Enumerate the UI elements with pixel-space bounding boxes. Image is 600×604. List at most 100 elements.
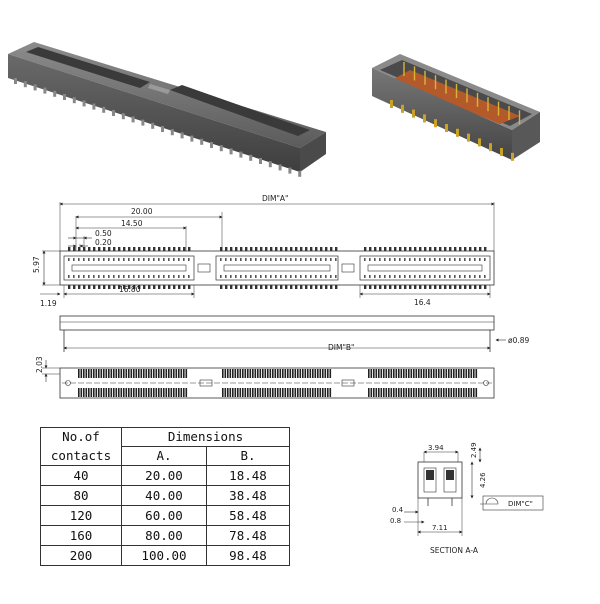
bottom-pin (252, 369, 254, 378)
bottom-pin (410, 369, 413, 378)
gold-pin (412, 109, 415, 118)
plan-pin (404, 285, 407, 289)
plan-contact (255, 275, 257, 278)
plan-contact (240, 275, 242, 278)
bottom-view: 2.03 (35, 356, 495, 399)
plan-pin (153, 247, 156, 251)
bottom-pin (274, 388, 277, 397)
bottom-pin (113, 388, 115, 397)
plan-pin (300, 247, 303, 251)
bottom-pin (292, 388, 294, 397)
bottom-pin (373, 388, 375, 397)
plan-pin (464, 247, 467, 251)
bottom-pin (395, 369, 398, 378)
plan-contact (300, 258, 302, 261)
connector-3d-small-pins (390, 62, 521, 161)
plan-pin (325, 285, 328, 289)
bottom-pin (138, 388, 140, 397)
plan-contact (138, 275, 140, 278)
plan-pin (394, 285, 397, 289)
bottom-pin (118, 388, 120, 397)
plan-contact (330, 258, 332, 261)
bottom-pin (85, 388, 88, 397)
plan-pin (335, 247, 338, 251)
bottom-pin (388, 388, 390, 397)
bottom-pin (430, 369, 433, 378)
bottom-pin (450, 388, 453, 397)
plan-pin (384, 247, 387, 251)
plan-pin (113, 285, 116, 289)
bottom-pin (289, 369, 292, 378)
bottom-pin (272, 388, 274, 397)
bottom-pin (227, 388, 229, 397)
plan-pin (424, 285, 427, 289)
pin-leg (298, 170, 302, 177)
plan-contact (275, 258, 277, 261)
plan-pin (364, 285, 367, 289)
bottom-pin (78, 369, 80, 378)
plan-contact (265, 275, 267, 278)
plan-pin (188, 285, 191, 289)
plan-contact (230, 275, 232, 278)
pin-leg (23, 81, 27, 88)
dim-1680-label: 16.80 (119, 285, 141, 294)
plan-pin (103, 285, 106, 289)
bottom-pin (98, 388, 100, 397)
plan-pin (240, 247, 243, 251)
dim-597-label: 5.97 (32, 256, 41, 273)
dim-a-cell: 80.00 (121, 525, 207, 546)
bottom-pin (83, 388, 85, 397)
plan-contact (148, 275, 150, 278)
plan-pin (270, 247, 273, 251)
bottom-pin (287, 388, 289, 397)
bottom-pin (375, 369, 378, 378)
bottom-pin (294, 388, 297, 397)
plan-contact (409, 258, 411, 261)
bottom-pin (100, 388, 103, 397)
bottom-pin (455, 388, 458, 397)
plan-pin (374, 247, 377, 251)
bottom-pin (314, 388, 317, 397)
bottom-pin (95, 388, 98, 397)
plan-pin (245, 285, 248, 289)
bottom-pin (249, 388, 252, 397)
bottom-pin (170, 369, 173, 378)
plan-contact (118, 258, 120, 261)
bottom-pin (242, 369, 244, 378)
plan-pin (305, 285, 308, 289)
plan-pin (265, 247, 268, 251)
plan-contact (83, 275, 85, 278)
bottom-pin (244, 388, 247, 397)
pin-leg (92, 103, 96, 110)
plan-pin (315, 247, 318, 251)
plan-pin (108, 247, 111, 251)
plan-pin (183, 285, 186, 289)
bottom-pin (307, 369, 309, 378)
dim-04-label: 0.4 (392, 506, 404, 514)
plan-contact (153, 258, 155, 261)
plan-contact (439, 258, 441, 261)
plan-pin (183, 247, 186, 251)
plan-pin (255, 247, 258, 251)
plan-contact (220, 258, 222, 261)
plan-contact (434, 258, 436, 261)
dim-119-label: 1.19 (40, 299, 57, 308)
plan-pin (459, 247, 462, 251)
plan-contact (240, 258, 242, 261)
plan-contact (484, 275, 486, 278)
bottom-pin (130, 369, 133, 378)
plan-contact (479, 258, 481, 261)
plan-contact (320, 258, 322, 261)
bottom-pin (475, 369, 478, 378)
pin-leg (33, 84, 37, 91)
plan-pin (479, 247, 482, 251)
plan-pin (98, 247, 101, 251)
bottom-pin (309, 369, 312, 378)
plan-pin (133, 285, 136, 289)
bottom-pin (304, 369, 307, 378)
gold-pin (445, 124, 448, 132)
bottom-pin (140, 369, 143, 378)
bottom-pin (93, 388, 95, 397)
bottom-pin (403, 369, 405, 378)
plan-pin (325, 247, 328, 251)
